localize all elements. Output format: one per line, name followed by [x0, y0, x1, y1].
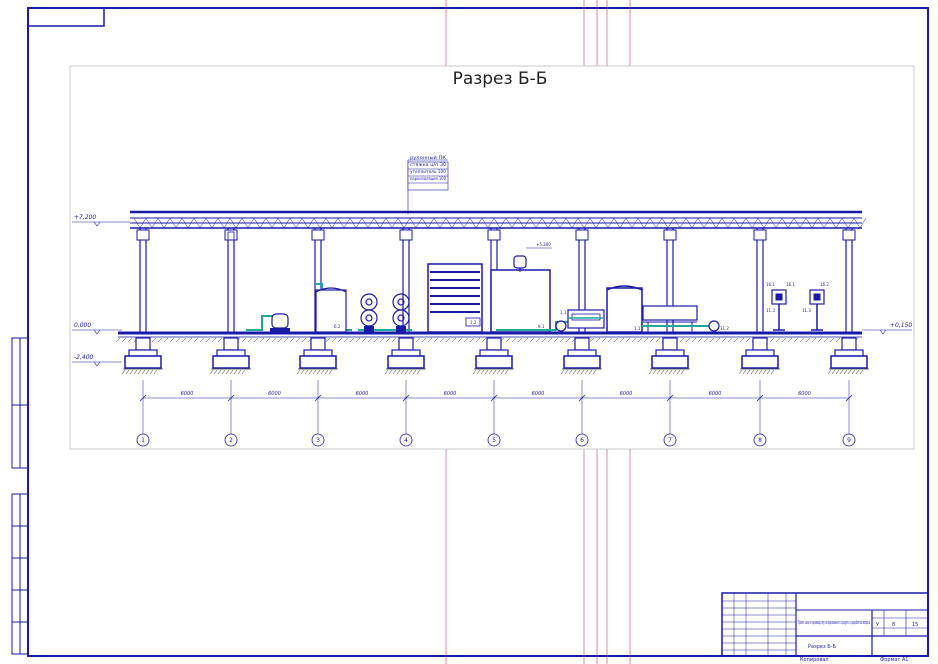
axis-bubble-6: 6 — [575, 433, 589, 447]
callout-c4: 9.1 — [538, 324, 545, 329]
callout-c9: 16.2 — [820, 282, 829, 287]
title-block-format: Формат А1 — [880, 657, 908, 663]
callout-c8: 16.1 — [786, 282, 795, 287]
svg-text:4: 4 — [404, 437, 408, 444]
columns — [121, 228, 869, 434]
axis-bubble-1: 1 — [136, 433, 150, 447]
title-block-sheets: 15 — [912, 622, 918, 628]
viewport-frame — [69, 65, 915, 450]
buffer-tank — [606, 285, 643, 333]
outlet-pump — [708, 320, 720, 332]
callout-c7: 16.1 — [766, 282, 775, 287]
callout-c1: 1.1 — [560, 310, 567, 315]
plate-pasteurizer — [427, 263, 483, 333]
callout-c10: 11.3 — [766, 308, 775, 313]
drawing-title: Разрез Б-Б — [453, 69, 548, 89]
filter-unit — [567, 309, 605, 329]
small-pump — [555, 320, 567, 332]
svg-text:8: 8 — [758, 437, 762, 444]
axis-bubble-5: 5 — [487, 433, 501, 447]
svg-text:7: 7 — [668, 437, 672, 444]
process-vat — [490, 255, 551, 333]
svg-text:2: 2 — [229, 437, 233, 444]
level-foundation-label: -2,400 — [74, 354, 94, 361]
callout-c5: 1.1 — [634, 326, 641, 331]
span-dimension: 6000 — [709, 391, 722, 397]
span-dimension: 6000 — [798, 391, 811, 397]
axis-bubble-3: 3 — [311, 433, 325, 447]
control-panel-b — [809, 289, 825, 331]
svg-text:6: 6 — [580, 437, 584, 444]
svg-text:3: 3 — [316, 437, 320, 444]
callout-c3: 6.2 — [334, 324, 341, 329]
span-dimension: 6000 — [268, 391, 281, 397]
axis-bubble-9: 9 — [842, 433, 856, 447]
ladder — [227, 231, 235, 333]
left-margin-stamp — [11, 337, 29, 655]
svg-text:5: 5 — [492, 437, 496, 444]
title-block-copied: Копировал — [800, 657, 829, 663]
callout-c11: 11.3 — [802, 308, 811, 313]
top-left-stamp — [27, 7, 105, 27]
span-dimension: 6000 — [532, 391, 545, 397]
span-dimension: 6000 — [620, 391, 633, 397]
roof-layer-leader — [407, 159, 449, 214]
packaging-table — [642, 305, 698, 332]
control-panel-a — [771, 289, 787, 331]
title-block-project: Проект цеха по производству пастеризован… — [798, 619, 870, 626]
callout-labels: +5,300 1.1 1.2 6.2 9.1 1.1 11.2 16.1 16.… — [334, 242, 829, 331]
pump-unit — [271, 313, 289, 329]
span-dimension: 6000 — [181, 391, 194, 397]
roof-layer-note: утеплитель 100 — [410, 169, 446, 174]
axis-bubble-8: 8 — [753, 433, 767, 447]
level-floor-label: 0,000 — [74, 322, 91, 329]
roof-truss — [130, 210, 867, 229]
svg-text:1: 1 — [141, 437, 145, 444]
column-axis-1 — [121, 228, 163, 434]
column-axis-8 — [738, 228, 780, 434]
roof-layer-note: рулонный ПК — [410, 155, 446, 160]
roof-layer-note: стяжка ц/п 30 — [410, 162, 447, 167]
sheet-border — [27, 7, 929, 657]
level-right-label: +0,150 — [890, 322, 912, 329]
title-block-stage: У — [876, 622, 879, 628]
column-axis-6 — [560, 228, 602, 434]
axis-bubble-7: 7 — [663, 433, 677, 447]
storage-tank — [315, 289, 347, 333]
callout-c6: 11.2 — [720, 326, 729, 331]
svg-text:9: 9 — [847, 437, 851, 444]
callout-equipment-level: +5,300 — [536, 242, 551, 247]
title-block — [721, 592, 929, 657]
span-dimension: 6000 — [444, 391, 457, 397]
title-block-sheet: 8 — [892, 622, 895, 628]
axis-bubble-2: 2 — [224, 433, 238, 447]
callout-c2: 1.2 — [470, 320, 477, 325]
level-top-label: +7,200 — [74, 214, 96, 221]
span-dimension: 6000 — [356, 391, 369, 397]
column-axis-9 — [827, 228, 869, 434]
equipment — [246, 255, 825, 333]
roof-layer-note: пароизоляция 100 — [410, 176, 446, 181]
axis-bubble-4: 4 — [399, 433, 413, 447]
level-marks — [72, 221, 912, 367]
title-block-sheet-name: Разрез Б-Б — [808, 644, 836, 650]
